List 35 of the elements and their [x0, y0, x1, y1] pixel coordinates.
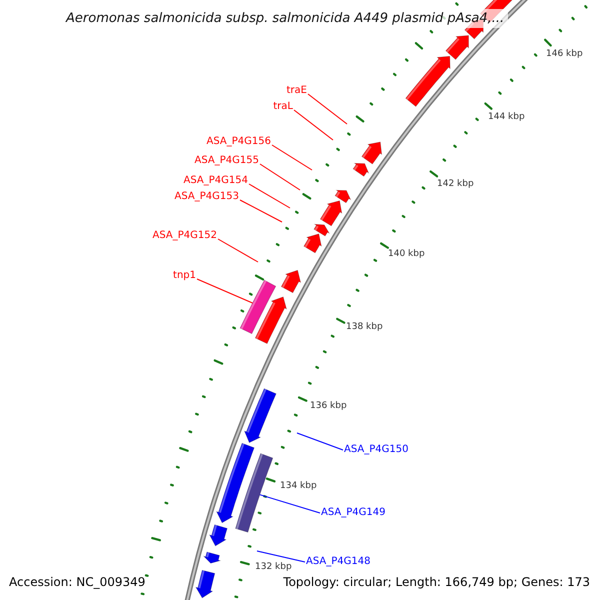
- leader-line: [240, 200, 282, 222]
- gene-block: [235, 453, 274, 533]
- gene-label: tnp1: [173, 270, 196, 282]
- scale-label: 138 kbp: [346, 322, 383, 333]
- scale-label: 136 kbp: [310, 401, 347, 412]
- leader-line: [272, 144, 312, 170]
- leader-line: [260, 164, 300, 190]
- leader-line: [294, 110, 334, 140]
- leader-line: [259, 494, 320, 514]
- title: Aeromonas salmonicida subsp. salmonicida A449 plasmid pAsa4,...: [62, 9, 508, 28]
- gene-label: ASA_P4G148: [306, 556, 370, 568]
- info-text: Topology: circular; Length: 166,749 bp; Genes: 173: [283, 575, 590, 589]
- scale-label: 140 kbp: [388, 249, 425, 260]
- leader-line: [256, 550, 306, 562]
- gene-label: traL: [273, 101, 293, 113]
- gene-label: ASA_P4G156: [206, 136, 271, 148]
- scale-label: 142 kbp: [437, 179, 474, 190]
- gene-label: ASA_P4G152: [152, 230, 217, 242]
- gene-label: ASA_P4G154: [184, 175, 248, 187]
- gene-label: ASA_P4G149: [321, 507, 386, 519]
- gene-label: ASA_P4G153: [174, 191, 239, 203]
- gene-label: ASA_P4G150: [344, 444, 408, 456]
- leader-line: [196, 278, 253, 304]
- info-text: Accession: NC_009349: [9, 575, 146, 589]
- gene-label: ASA_P4G155: [194, 155, 259, 167]
- leader-line: [308, 94, 348, 124]
- gene-block: [240, 280, 276, 334]
- leader-line: [218, 238, 258, 262]
- scale-label: 134 kbp: [280, 481, 317, 492]
- leader-line: [248, 184, 290, 208]
- scale-label: 146 kbp: [546, 49, 583, 60]
- gene-label: traE: [286, 85, 307, 97]
- scale-label: 132 kbp: [255, 562, 292, 573]
- scale-label: 144 kbp: [488, 112, 525, 123]
- leader-line: [296, 432, 344, 450]
